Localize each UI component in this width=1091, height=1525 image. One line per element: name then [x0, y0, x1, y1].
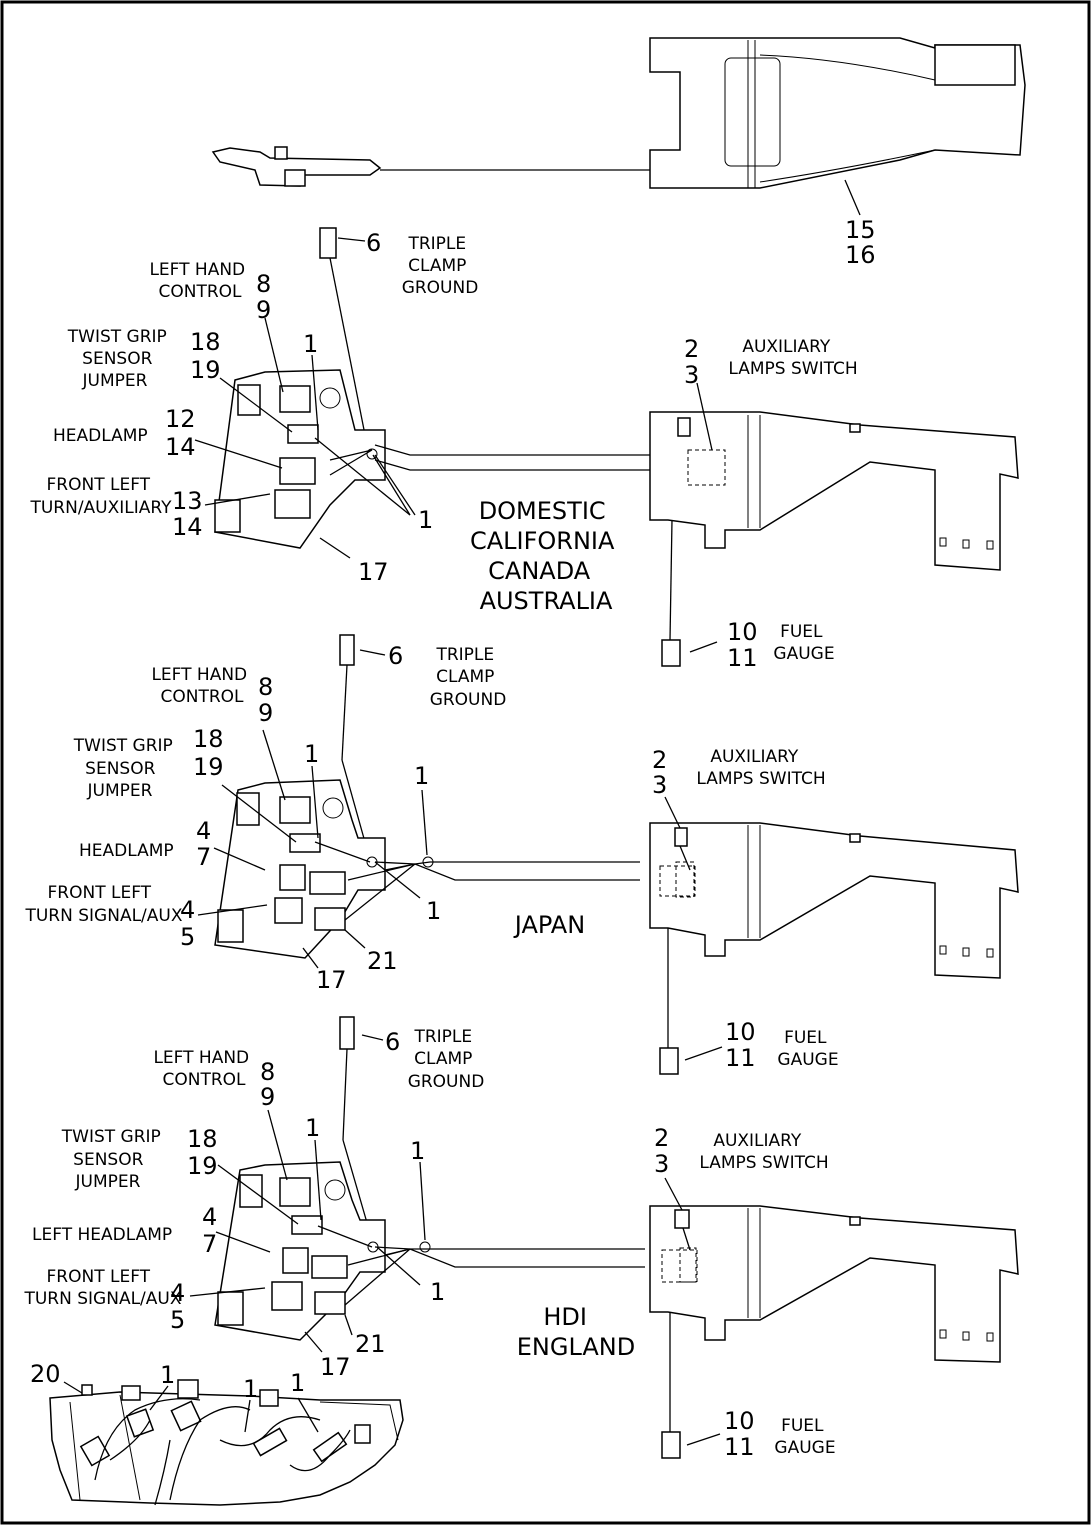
ground-connector-japan: [339, 634, 355, 666]
label-19: 19: [193, 753, 224, 781]
label-19: 19: [190, 356, 221, 384]
auxiliary-lamps-switch-label: AUXILIARY LAMPS SWITCH: [728, 337, 857, 379]
label-4: 4: [202, 1203, 217, 1231]
label-1: 1: [430, 1278, 445, 1306]
label-1: 1: [305, 1114, 320, 1142]
label-5: 5: [170, 1306, 185, 1334]
label-17: 17: [316, 966, 347, 994]
label-10: 10: [725, 1018, 756, 1046]
auxiliary-lamps-switch-label: AUXILIARY LAMPS SWITCH: [696, 747, 825, 789]
domestic-section: [194, 227, 1019, 667]
fuel-gauge-label: FUEL GAUGE: [777, 1028, 838, 1070]
label-21: 21: [367, 947, 398, 975]
label-21: 21: [355, 1330, 386, 1358]
label-6: 6: [366, 229, 381, 257]
label-7: 7: [196, 843, 211, 871]
headlamp-label: HEADLAMP: [79, 841, 174, 861]
label-1: 1: [414, 762, 429, 790]
bracket-hdi: [649, 1205, 1019, 1363]
twist-grip-sensor-jumper-label: TWIST GRIP SENSOR JUMPER: [67, 327, 172, 391]
label-15: 15: [845, 216, 876, 244]
label-1: 1: [160, 1361, 175, 1389]
twist-grip-sensor-jumper-label: TWIST GRIP SENSOR JUMPER: [73, 736, 178, 801]
ground-connector-hdi: [339, 1016, 355, 1050]
label-5: 5: [180, 923, 195, 951]
label-1: 1: [410, 1137, 425, 1165]
fuel-gauge-connector-domestic: [661, 639, 681, 667]
top-bracket-assembly: [211, 37, 1026, 216]
label-14: 14: [165, 433, 196, 461]
label-11: 11: [727, 644, 758, 672]
label-3: 3: [684, 361, 699, 389]
label-9: 9: [258, 699, 273, 727]
region-label-japan: JAPAN: [513, 911, 585, 939]
label-10: 10: [724, 1407, 755, 1435]
label-1: 1: [243, 1375, 258, 1403]
label-2: 2: [652, 746, 667, 774]
label-1: 1: [418, 506, 433, 534]
label-9: 9: [260, 1083, 275, 1111]
fuel-gauge-connector-hdi: [661, 1431, 681, 1459]
front-left-turn-label: FRONT LEFT TURN SIGNAL/AUX: [23, 1267, 181, 1309]
label-1: 1: [290, 1369, 305, 1397]
triple-clamp-ground-label: TRIPLE CLAMP GROUND: [402, 234, 479, 298]
label-2: 2: [684, 335, 699, 363]
label-7: 7: [202, 1230, 217, 1258]
label-4: 4: [170, 1279, 185, 1307]
front-left-turn-label: FRONT LEFT TURN/AUXILIARY: [29, 475, 172, 518]
fuel-gauge-connector-japan: [659, 1047, 679, 1075]
label-12: 12: [165, 405, 196, 433]
label-11: 11: [725, 1044, 756, 1072]
region-label-domestic: DOMESTIC CALIFORNIA CANADA AUSTRALIA: [470, 497, 622, 615]
label-8: 8: [256, 270, 271, 298]
label-8: 8: [260, 1058, 275, 1086]
label-18: 18: [187, 1125, 218, 1153]
label-19: 19: [187, 1152, 218, 1180]
label-16: 16: [845, 241, 876, 269]
bracket-japan: [649, 822, 1019, 979]
headlamp-label: LEFT HEADLAMP: [32, 1225, 172, 1245]
front-left-turn-label: FRONT LEFT TURN SIGNAL/AUX: [24, 883, 182, 926]
label-18: 18: [190, 328, 221, 356]
left-hand-control-label: LEFT HAND CONTROL: [151, 665, 252, 707]
label-11: 11: [724, 1433, 755, 1461]
bracket-domestic: [649, 411, 1019, 571]
label-1: 1: [304, 740, 319, 768]
label-3: 3: [652, 771, 667, 799]
label-10: 10: [727, 618, 758, 646]
ground-connector-domestic: [319, 227, 337, 259]
japan-section: [197, 634, 1019, 1075]
fuel-gauge-label: FUEL GAUGE: [773, 622, 834, 664]
label-1: 1: [303, 330, 318, 358]
label-8: 8: [258, 673, 273, 701]
left-hand-control-label: LEFT HAND CONTROL: [149, 260, 250, 302]
fuel-gauge-label: FUEL GAUGE: [774, 1416, 835, 1458]
harness-routing-detail: [49, 1379, 404, 1506]
label-4: 4: [196, 817, 211, 845]
label-20: 20: [30, 1360, 61, 1388]
label-9: 9: [256, 296, 271, 324]
twist-grip-sensor-jumper-label: TWIST GRIP SENSOR JUMPER: [61, 1127, 166, 1192]
label-17: 17: [358, 558, 389, 586]
label-3: 3: [654, 1150, 669, 1178]
auxiliary-lamps-switch-label: AUXILIARY LAMPS SWITCH: [699, 1131, 828, 1173]
label-6: 6: [388, 642, 403, 670]
label-17: 17: [320, 1353, 351, 1381]
label-4: 4: [180, 896, 195, 924]
left-hand-control-label: LEFT HAND CONTROL: [153, 1048, 254, 1090]
label-14: 14: [172, 513, 203, 541]
headlamp-label: HEADLAMP: [53, 426, 148, 446]
triple-clamp-ground-label: TRIPLE CLAMP GROUND: [408, 1027, 485, 1092]
triple-clamp-ground-label: TRIPLE CLAMP GROUND: [430, 645, 507, 710]
label-6: 6: [385, 1028, 400, 1056]
label-13: 13: [172, 487, 203, 515]
label-2: 2: [654, 1124, 669, 1152]
label-1: 1: [426, 897, 441, 925]
region-label-hdi-england: HDI ENGLAND: [517, 1303, 636, 1361]
hdi-england-section: [189, 1016, 1019, 1459]
label-18: 18: [193, 725, 224, 753]
